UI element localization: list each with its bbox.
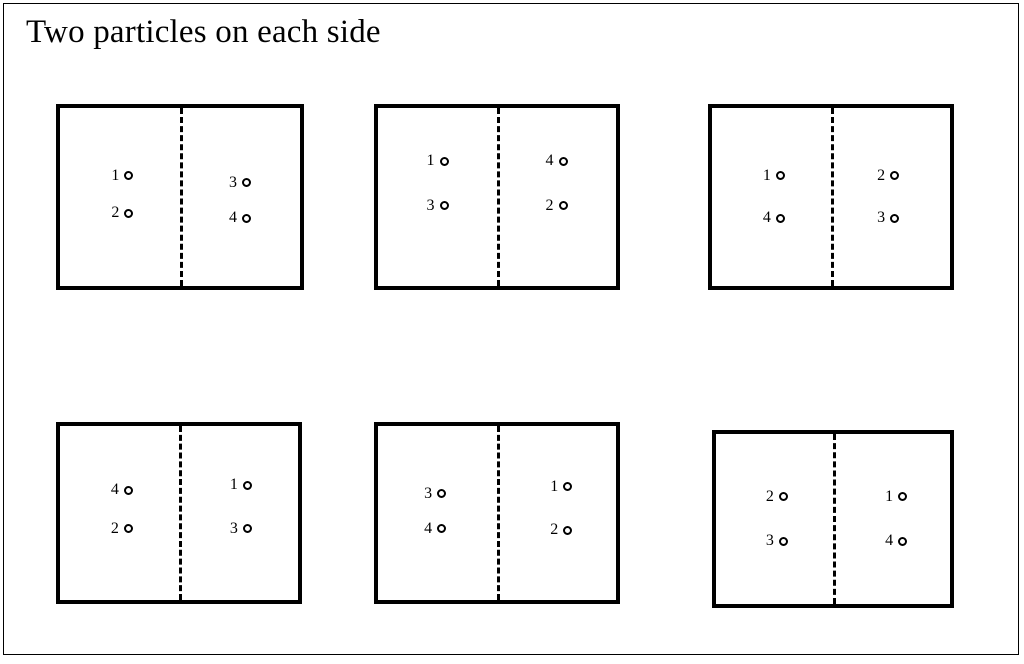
particle-label: 4 bbox=[545, 152, 554, 170]
particle-container: 2 3 1 4 bbox=[712, 430, 954, 608]
particle-container: 4 2 1 3 bbox=[56, 422, 302, 604]
particle-circle-icon bbox=[775, 171, 785, 181]
particle: 3 bbox=[229, 519, 252, 537]
particle-label: 3 bbox=[229, 519, 238, 537]
particle-label: 3 bbox=[877, 209, 886, 227]
particle-circle-icon bbox=[563, 525, 573, 535]
particle-circle-icon bbox=[242, 524, 252, 534]
dashed-partition bbox=[179, 426, 182, 600]
particle-container: 1 4 2 3 bbox=[708, 104, 954, 290]
particle: 3 bbox=[424, 484, 447, 502]
particle: 3 bbox=[426, 196, 449, 214]
particle-label: 2 bbox=[545, 196, 554, 214]
particle-container: 3 4 1 2 bbox=[374, 422, 620, 604]
particle-circle-icon bbox=[558, 201, 568, 211]
particle-label: 2 bbox=[877, 166, 886, 184]
particle: 2 bbox=[550, 521, 573, 539]
particle-label: 2 bbox=[550, 521, 559, 539]
particle-circle-icon bbox=[775, 213, 785, 223]
particle: 1 bbox=[427, 153, 449, 169]
particle: 2 bbox=[545, 196, 568, 214]
particle-label: 3 bbox=[229, 173, 237, 191]
dashed-partition bbox=[497, 108, 500, 286]
particle-circle-icon bbox=[890, 213, 900, 223]
particle-label: 2 bbox=[111, 204, 120, 222]
dashed-partition bbox=[833, 434, 836, 604]
particle-circle-icon bbox=[558, 156, 568, 166]
particle-circle-icon bbox=[123, 485, 133, 495]
dashed-partition bbox=[497, 426, 500, 600]
particle-circle-icon bbox=[242, 213, 251, 223]
particle-circle-icon bbox=[123, 524, 133, 534]
particle-circle-icon bbox=[890, 171, 900, 181]
dashed-partition bbox=[180, 108, 183, 286]
particle: 4 bbox=[111, 482, 133, 498]
particle: 4 bbox=[885, 532, 908, 550]
particle-label: 4 bbox=[885, 532, 894, 550]
particle-circle-icon bbox=[898, 536, 908, 546]
particle-label: 4 bbox=[229, 209, 237, 227]
particle-label: 2 bbox=[110, 519, 119, 537]
particle-label: 1 bbox=[426, 152, 435, 170]
particle-circle-icon bbox=[563, 482, 573, 492]
particle: 2 bbox=[765, 487, 788, 505]
particle: 1 bbox=[885, 487, 908, 505]
particle-label: 1 bbox=[111, 166, 120, 184]
particle-label: 4 bbox=[110, 481, 119, 499]
particle-label: 1 bbox=[885, 487, 894, 505]
particle-circle-icon bbox=[778, 492, 788, 502]
particle-label: 1 bbox=[229, 476, 238, 494]
particle-circle-icon bbox=[242, 178, 251, 188]
particle-circle-icon bbox=[778, 536, 788, 546]
particle-label: 2 bbox=[765, 487, 774, 505]
particle-container: 1 2 3 4 bbox=[56, 104, 304, 290]
particle: 4 bbox=[424, 519, 447, 537]
particle-label: 4 bbox=[762, 209, 771, 227]
particle-label: 4 bbox=[424, 519, 433, 537]
particle-label: 3 bbox=[424, 484, 433, 502]
particle-label: 3 bbox=[765, 532, 774, 550]
particle-circle-icon bbox=[437, 524, 447, 534]
particle: 4 bbox=[229, 210, 251, 226]
particle: 3 bbox=[877, 209, 900, 227]
particle: 4 bbox=[763, 210, 785, 226]
particle: 4 bbox=[546, 153, 568, 169]
particle: 1 bbox=[550, 477, 573, 495]
particle-container: 1 3 4 2 bbox=[374, 104, 620, 290]
page-title: Two particles on each side bbox=[26, 14, 381, 50]
particle-circle-icon bbox=[439, 156, 449, 166]
particle: 2 bbox=[111, 204, 134, 222]
particle-circle-icon bbox=[437, 489, 447, 499]
dashed-partition bbox=[831, 108, 834, 286]
particle-label: 1 bbox=[762, 166, 771, 184]
particle: 2 bbox=[877, 166, 900, 184]
particle: 1 bbox=[762, 166, 785, 184]
particle-circle-icon bbox=[898, 492, 908, 502]
particle: 1 bbox=[230, 477, 252, 493]
particle: 2 bbox=[110, 519, 133, 537]
particle-circle-icon bbox=[124, 208, 134, 218]
particle-circle-icon bbox=[124, 171, 134, 181]
particle: 3 bbox=[229, 173, 251, 191]
particle: 1 bbox=[111, 166, 134, 184]
particle-circle-icon bbox=[439, 201, 449, 211]
particle: 3 bbox=[766, 533, 788, 549]
particle-circle-icon bbox=[242, 480, 252, 490]
particle-label: 1 bbox=[550, 477, 559, 495]
particle-label: 3 bbox=[426, 196, 435, 214]
